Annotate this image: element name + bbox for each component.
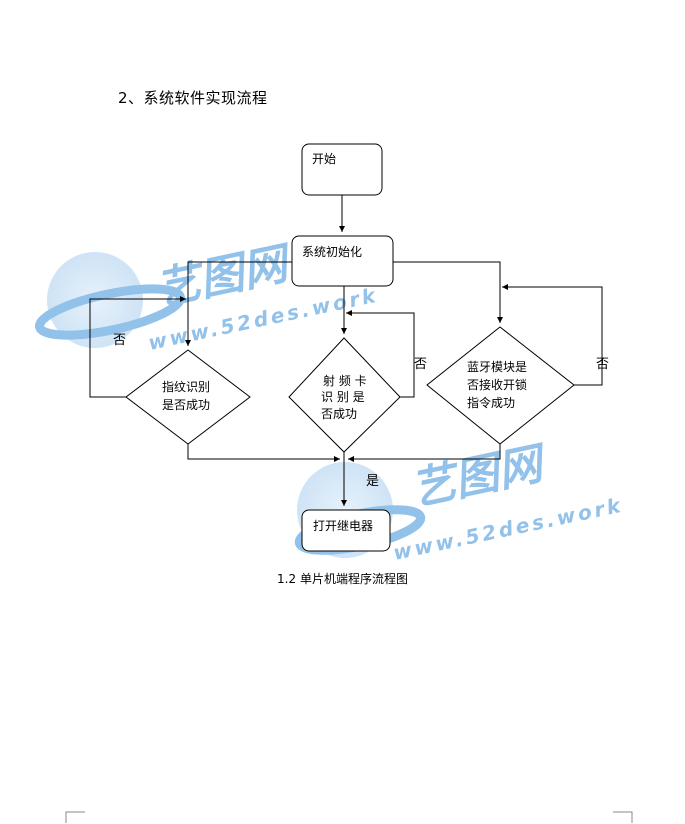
node-relay-label: 打开继电器 — [313, 519, 373, 533]
node-init-label: 系统初始化 — [302, 245, 362, 259]
edge-bluetooth-yes — [348, 444, 501, 462]
node-rfid-line2: 识 别 是 — [321, 390, 365, 404]
edge-label-yes: 是 — [366, 474, 379, 489]
page-corner-mark-left — [65, 811, 85, 823]
edge-bluetooth-no — [502, 284, 603, 386]
edge-rfid-no — [346, 310, 415, 398]
node-bluetooth-line1: 蓝牙模块是 — [467, 360, 527, 374]
node-bluetooth-line2: 否接收开锁 — [467, 377, 527, 392]
edge-init-fingerprint — [185, 261, 292, 346]
edge-fingerprint-no — [89, 296, 186, 398]
node-rfid-line1: 射 频 卡 — [323, 373, 367, 388]
node-start-label: 开始 — [312, 152, 336, 166]
node-fingerprint-line1: 指纹识别 — [162, 379, 210, 394]
edge-label-fingerprint-no: 否 — [113, 333, 126, 348]
figure-caption: 1.2 单片机端程序流程图 — [277, 572, 408, 586]
page-heading: 2、系统软件实现流程 — [118, 89, 268, 107]
edge-label-rfid-no: 否 — [414, 357, 427, 372]
watermark-brand: 艺图网 — [407, 437, 553, 516]
edge-fingerprint-yes — [187, 444, 340, 462]
node-fingerprint-decision — [125, 349, 251, 445]
page-corner-mark-right — [613, 811, 633, 823]
node-fingerprint-line2: 是否成功 — [162, 398, 210, 412]
edge-label-bluetooth-no: 否 — [596, 357, 609, 372]
node-bluetooth-line3: 指令成功 — [467, 395, 515, 410]
node-relay — [301, 509, 391, 552]
edge-init-bluetooth — [393, 261, 503, 323]
node-init — [291, 235, 394, 287]
node-rfid-line3: 否成功 — [321, 407, 357, 421]
